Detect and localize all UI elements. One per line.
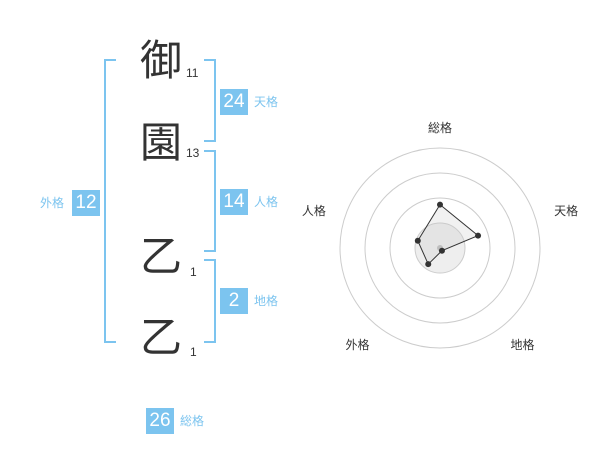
tenkaku-score: 24 <box>220 89 248 115</box>
radar-ring <box>414 222 466 274</box>
stroke-count-1: 11 <box>186 66 199 80</box>
jinkaku-label: 人格 <box>254 195 279 209</box>
radar-point-3 <box>438 247 445 254</box>
gaikaku-bracket <box>104 59 116 343</box>
radar-ring <box>364 172 516 324</box>
radar-axis-label-2: 天格 <box>554 203 578 218</box>
gaikaku-score: 12 <box>72 190 100 216</box>
radar-point-1 <box>437 201 443 208</box>
name-char-2: 園 <box>140 118 183 167</box>
radar-grid <box>339 147 541 349</box>
jinkaku-bracket <box>204 150 216 252</box>
stroke-count-4: 1 <box>190 345 197 359</box>
radar-polygon <box>417 203 480 266</box>
radar-axis-label-4: 外格 <box>345 337 369 352</box>
radar-ring <box>339 147 541 349</box>
soukaku-label: 総格 <box>180 414 205 428</box>
radar-axis-label-5: 人格 <box>302 203 326 218</box>
chikaku-bracket <box>204 259 216 343</box>
radar-point-4 <box>425 261 432 268</box>
tenkaku-bracket <box>204 59 216 142</box>
radar-series <box>414 201 482 268</box>
chikaku-label: 地格 <box>254 294 279 308</box>
soukaku-score: 26 <box>146 408 174 434</box>
radar-point-5 <box>414 237 421 244</box>
radar-ring <box>389 197 491 299</box>
radar-axis-label-1: 総格 <box>428 120 452 135</box>
stroke-count-3: 1 <box>190 265 197 279</box>
tenkaku-label: 天格 <box>254 95 279 109</box>
stroke-count-2: 13 <box>186 146 200 160</box>
name-char-1: 御 <box>140 36 183 85</box>
name-char-3: 乙 <box>140 232 183 281</box>
radar-point-2 <box>475 232 482 239</box>
chikaku-score: 2 <box>220 288 248 314</box>
jinkaku-score: 14 <box>220 189 248 215</box>
radar-axis-label-3: 地格 <box>511 337 535 352</box>
gaikaku-label: 外格 <box>40 196 65 210</box>
name-char-4: 乙 <box>140 313 183 362</box>
